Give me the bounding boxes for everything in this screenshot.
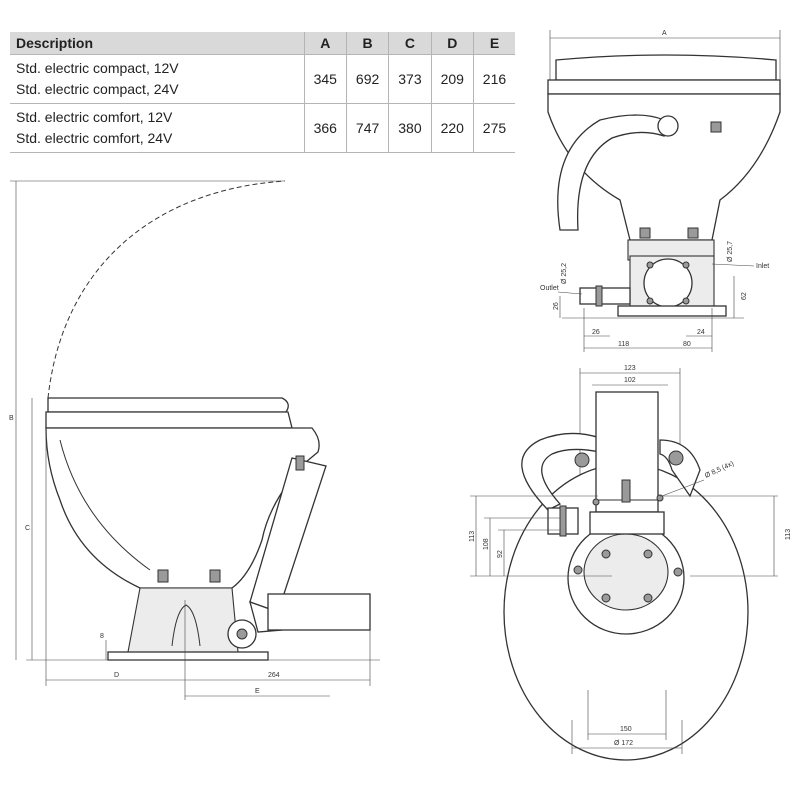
header-b: B	[345, 32, 389, 55]
row-description: Std. electric comfort, 12V Std. electric…	[10, 103, 305, 153]
pedestal-base	[127, 587, 239, 653]
dimension-table: Description A B C D E Std. electric comp…	[10, 32, 515, 153]
pedestal-foot	[171, 604, 201, 647]
dimension-label: D	[114, 672, 119, 679]
bowl	[45, 427, 320, 589]
cell-e: 216	[472, 54, 515, 104]
hinge-bracket	[687, 227, 699, 239]
header-description: Description	[10, 32, 305, 55]
pump-flange-bolt	[236, 628, 248, 640]
mounting-hole	[643, 593, 653, 603]
pump-bolt	[682, 297, 690, 305]
leader-line	[711, 263, 755, 267]
row-description: Std. electric compact, 12V Std. electric…	[10, 54, 305, 104]
dimension-label: 264	[268, 672, 280, 679]
dimension-label: E	[255, 688, 260, 695]
seat-ring	[45, 411, 293, 429]
header-a: A	[303, 32, 347, 55]
cell-b: 747	[345, 103, 389, 153]
dimension-label: 26	[592, 329, 600, 336]
dimension-label: 8	[100, 633, 104, 640]
hinge-knob	[668, 450, 684, 466]
header-c: C	[388, 32, 432, 55]
dimension-label: B	[9, 415, 14, 422]
mounting-hole	[601, 549, 611, 559]
leader-line	[557, 291, 583, 295]
cell-a: 366	[303, 103, 347, 153]
cell-a: 345	[303, 54, 347, 104]
dimension-label: C	[25, 525, 30, 532]
dimension-label: 123	[624, 365, 636, 372]
cell-b: 692	[345, 54, 389, 104]
cell-c: 373	[388, 54, 432, 104]
dimension-label: Ø 25,2	[561, 263, 568, 284]
cell-d: 220	[430, 103, 474, 153]
dimension-label: 118	[618, 341, 629, 348]
bowl-contour	[59, 439, 151, 571]
dimension-label: 24	[697, 329, 705, 336]
pump-bolt	[682, 261, 690, 269]
description-line: Std. electric comfort, 24V	[16, 130, 173, 146]
outlet-pipe	[267, 593, 371, 631]
inlet-fitting	[657, 115, 679, 137]
header-e: E	[472, 32, 515, 55]
dimension-label: 80	[683, 341, 691, 348]
dimension-label: 26	[553, 302, 560, 310]
mounting-hole	[643, 549, 653, 559]
outlet-port	[579, 287, 631, 305]
mounting-hole	[592, 498, 600, 506]
dimension-label: 102	[624, 377, 636, 384]
outlet-ring	[559, 505, 567, 537]
side-view: B C 8 D 264 E	[9, 180, 380, 700]
pump-body	[589, 511, 665, 535]
callout-label: Outlet	[540, 285, 559, 292]
description-line: Std. electric compact, 24V	[16, 81, 179, 97]
table-row: Std. electric comfort, 12V Std. electric…	[10, 103, 515, 153]
hinge-bracket	[639, 227, 651, 239]
hinge-knob	[574, 452, 590, 468]
dimension-label: 108	[483, 538, 490, 550]
pump-bolt	[646, 297, 654, 305]
hinge-bracket	[209, 569, 221, 583]
cell-e: 275	[472, 103, 515, 153]
dimension-label: Ø 8,5 (4x)	[704, 460, 735, 479]
seat-lid	[555, 54, 777, 81]
table-row: Std. electric compact, 12V Std. electric…	[10, 54, 515, 104]
base-plate	[107, 651, 269, 661]
description-line: Std. electric compact, 12V	[16, 60, 179, 76]
base-flange	[617, 305, 727, 317]
table-header-row: Description A B C D E	[10, 32, 515, 55]
mounting-hole	[573, 565, 583, 575]
header-d: D	[430, 32, 474, 55]
front-view: A Outlet Inlet Ø 25,7 Ø 25,2 26 62 26 24	[540, 30, 781, 352]
hinge-bracket	[157, 569, 169, 583]
seat-ring	[547, 79, 781, 95]
seat-lid	[47, 397, 289, 413]
dimension-label: Ø 25,7	[727, 241, 734, 262]
description-line: Std. electric comfort, 12V	[16, 109, 173, 125]
callout-label: Inlet	[756, 263, 769, 270]
water-inlet-fitting	[295, 455, 305, 471]
drain-bolt	[710, 121, 722, 133]
dimension-label: Ø 172	[614, 740, 633, 747]
dimension-label: 113	[469, 531, 476, 542]
pump-bolt	[646, 261, 654, 269]
mounting-hole	[656, 494, 664, 502]
dimension-label: 150	[620, 726, 632, 733]
dimension-label: 62	[741, 292, 748, 300]
lid-swing-arc	[47, 180, 286, 399]
leader-line	[661, 479, 705, 497]
cell-c: 380	[388, 103, 432, 153]
top-view: 123 102 Ø 8,5 (4x) 113 108	[469, 365, 792, 761]
dimension-label: 113	[785, 529, 792, 540]
bowl-opening	[583, 533, 669, 611]
drain-fitting	[621, 479, 631, 503]
mounting-hole	[601, 593, 611, 603]
dimension-label: A	[662, 30, 667, 37]
cell-d: 209	[430, 54, 474, 104]
dimension-label: 92	[497, 550, 504, 558]
outlet-ring	[595, 285, 603, 307]
mounting-hole	[673, 567, 683, 577]
